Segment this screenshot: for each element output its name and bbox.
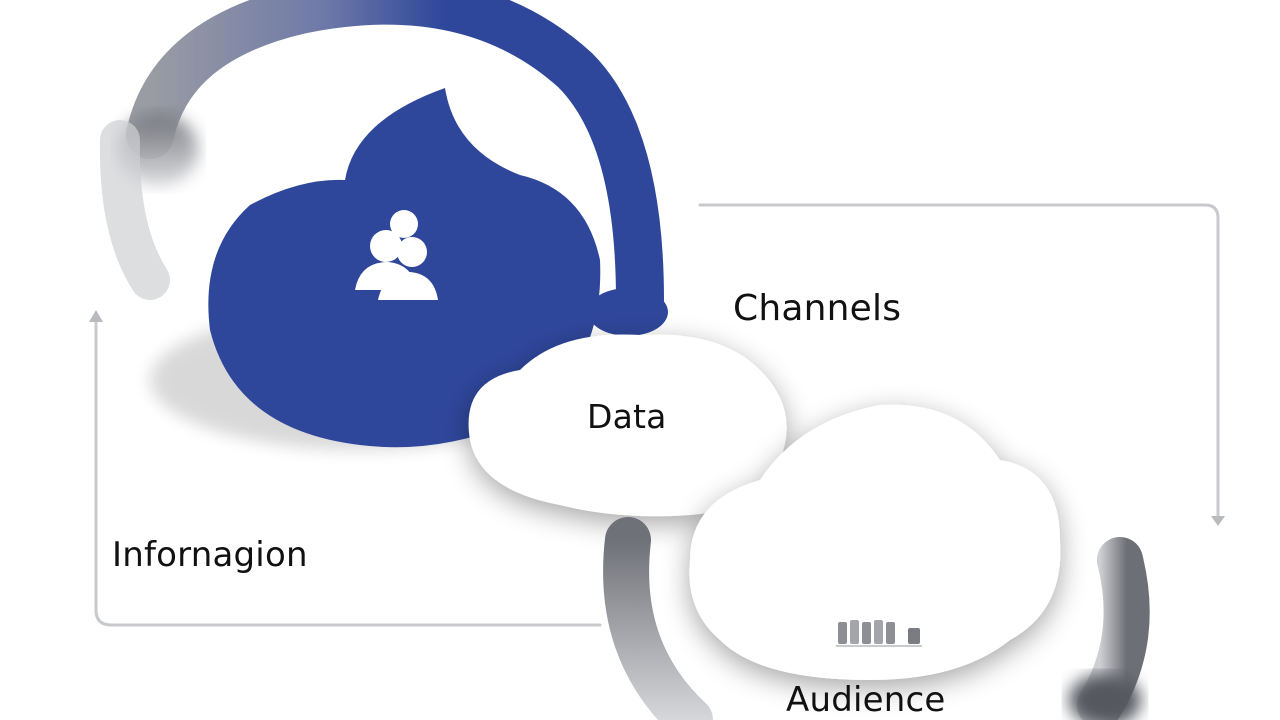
arrowhead-right	[1211, 516, 1225, 526]
data-label: Data	[587, 397, 667, 436]
people-icon	[355, 210, 438, 300]
lower-ring	[603, 517, 1150, 720]
arrowhead-left	[89, 310, 103, 322]
connector-left	[94, 318, 602, 627]
data-cloud	[468, 334, 787, 517]
servers-icon	[836, 620, 922, 647]
channels-label: Channels	[733, 288, 902, 329]
audience-label: Audience	[786, 680, 946, 720]
connector-top-right	[698, 203, 1220, 522]
audience-cloud	[689, 404, 1061, 680]
upper-arc	[99, 0, 668, 336]
information-label: Infornagion	[112, 535, 308, 575]
